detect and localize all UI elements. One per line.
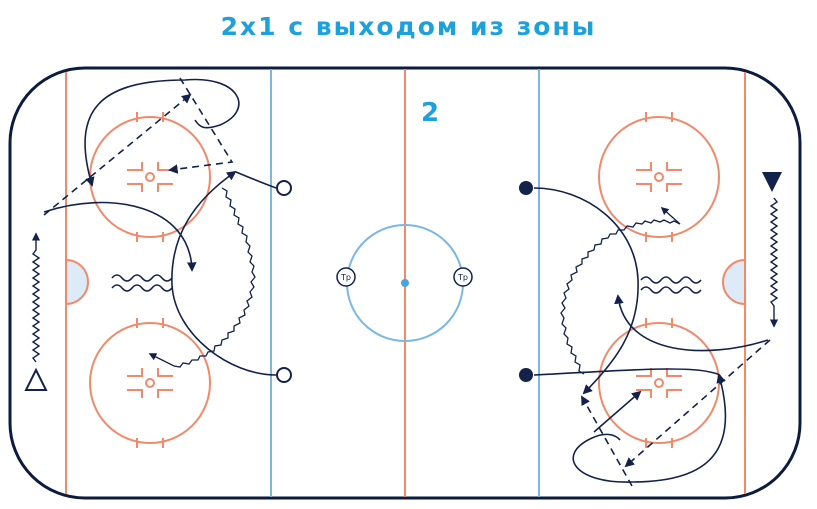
skate-right-loop-bottom	[572, 373, 727, 483]
coach-marker-left: Тр	[336, 267, 356, 287]
coach-marker-right: Тр	[453, 267, 473, 287]
coach-label-left: Тр	[340, 273, 351, 282]
skate-with-puck-left-forward	[31, 232, 41, 363]
skate-with-puck-right-down	[769, 197, 779, 328]
skate-left-curve	[43, 201, 197, 272]
skate-left-loop-top	[84, 78, 240, 187]
skate-with-puck-arc-left	[148, 187, 256, 368]
skate-arc-left	[171, 170, 277, 376]
goal-crease-right	[722, 258, 746, 306]
line-left-top-to-player	[235, 171, 277, 189]
pass-right-back	[581, 395, 633, 487]
player-filled-right-bottom	[519, 368, 533, 382]
triangle-open-left	[24, 367, 48, 391]
player-filled-right-top	[519, 181, 533, 195]
pass-left-back	[168, 77, 234, 174]
goal-crease-left	[65, 258, 89, 306]
skate-right-to-faceoff	[593, 390, 642, 433]
triangle-filled-right	[762, 172, 782, 192]
faceoff-circle-left-bottom	[89, 318, 211, 448]
player-open-left-top	[276, 180, 292, 196]
coach-label-right: Тр	[457, 273, 468, 282]
skate-right-curve	[614, 294, 769, 352]
faceoff-circle-right-top	[598, 112, 720, 242]
drill-number: 2	[421, 98, 439, 128]
puck-pile-left	[111, 274, 173, 292]
pass-right-diagonal	[624, 339, 771, 468]
drill-title: 2х1 с выходом из зоны	[220, 12, 597, 41]
skate-with-puck-arc-right	[560, 206, 681, 375]
line-right-bottom-from-player	[533, 368, 722, 379]
center-faceoff-spot	[401, 279, 409, 287]
puck-pile-right	[640, 276, 702, 294]
pass-left-diagonal	[43, 93, 192, 216]
skate-arc-right	[533, 187, 639, 395]
player-open-left-bottom	[276, 367, 292, 383]
